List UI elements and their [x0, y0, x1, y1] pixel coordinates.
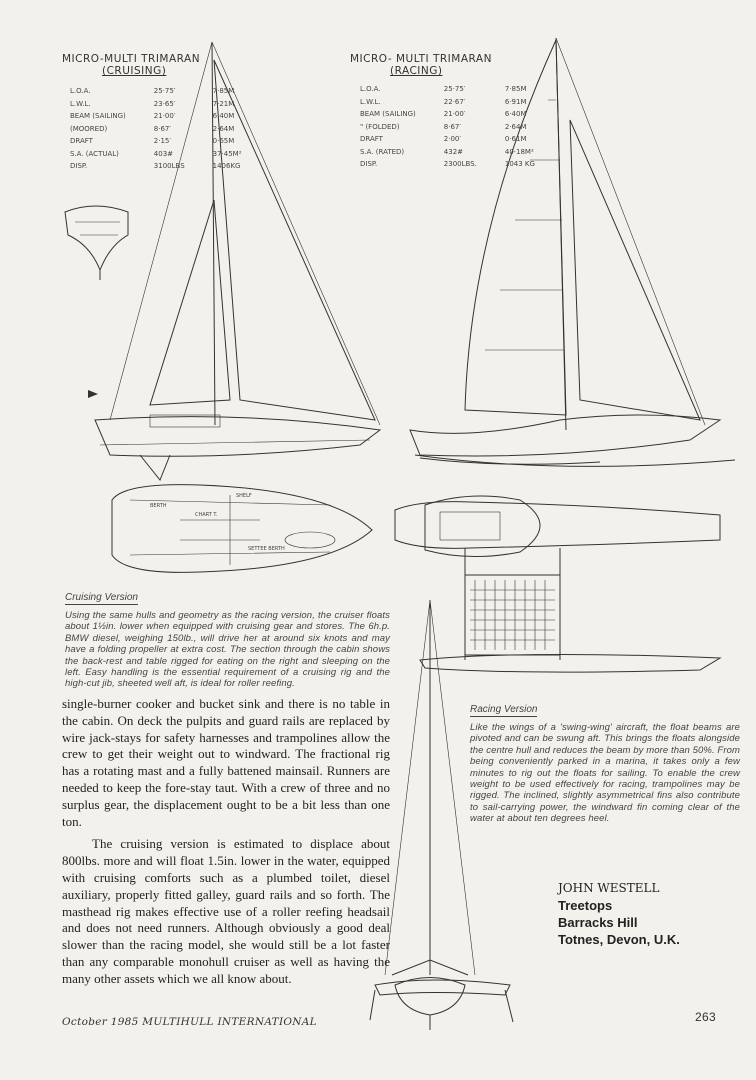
spec-imperial: 3100LBS: [153, 162, 185, 170]
spec-imperial: 432#: [443, 147, 464, 156]
spec-row: DISP. 2300LBS. 1043 KG: [360, 158, 541, 171]
author-name: JOHN WESTELL: [558, 881, 660, 895]
spec-label: (MOORED): [70, 124, 108, 133]
spec-row: S.A. (ACTUAL) 403# 37·45M²: [70, 148, 248, 161]
spec-label: DISP.: [360, 160, 378, 168]
cruising-spec-block: MICRO-MULTI TRIMARAN (CRUISING) L.O.A. 25…: [62, 53, 248, 173]
racing-spec-block: MICRO- MULTI TRIMARAN (RACING) L.O.A. 25·…: [350, 53, 541, 171]
cruising-caption: Cruising Version Using the same hulls an…: [65, 585, 390, 690]
racing-spec-table: L.O.A. 25·75′ 7·85M L.W.L. 22·67′ 6·91M BEAM (…: [360, 83, 541, 171]
plan-label-chart: CHART T.: [195, 512, 218, 518]
spec-metric: 6·91M: [504, 97, 527, 106]
plan-label-shelf: SHELF: [236, 493, 252, 499]
cruising-caption-text: Using the same hulls and geometry as the…: [65, 610, 390, 690]
spec-metric: 1043 KG: [504, 160, 535, 168]
spec-label: DRAFT: [70, 137, 93, 145]
spec-metric: 6·40M: [212, 112, 235, 120]
racing-front-view-drawing: [369, 599, 514, 1030]
racing-subtitle: (RACING): [390, 65, 443, 77]
spec-label: L.W.L.: [70, 99, 91, 108]
spec-metric: 2·64M: [504, 122, 527, 131]
spec-label: BEAM (SAILING): [360, 110, 416, 118]
spec-label: L.O.A.: [360, 85, 381, 93]
spec-row: BEAM (SAILING) 21·00′ 6·40M: [70, 110, 248, 123]
spec-label: DISP.: [70, 162, 88, 170]
spec-row: " (FOLDED) 8·67′ 2·64M: [360, 121, 541, 134]
spec-imperial: 2300LBS.: [443, 160, 477, 168]
spec-imperial: 22·67′: [443, 97, 466, 106]
spec-label: L.W.L.: [360, 97, 381, 106]
spec-row: BEAM (SAILING) 21·00′ 6·40M: [360, 108, 541, 121]
spec-label: " (FOLDED): [360, 122, 400, 131]
spec-row: DRAFT 2·15′ 0·65M: [70, 135, 248, 148]
plan-label-settee: SETTEE BERTH: [248, 546, 285, 552]
address-line-1: Treetops: [558, 898, 613, 913]
spec-row: (MOORED) 8·67′ 2·64M: [70, 123, 248, 136]
spec-metric: 0·61M: [504, 135, 527, 143]
spec-row: DISP. 3100LBS 1406KG: [70, 160, 248, 173]
plan-label-berth: BERTH: [150, 503, 167, 509]
spec-row: L.O.A. 25·75′ 7·85M: [360, 83, 541, 96]
spec-label: BEAM (SAILING): [70, 112, 126, 120]
spec-metric: 6·40M: [504, 110, 527, 118]
spec-metric: 7·85M: [504, 85, 527, 93]
spec-row: L.O.A. 25·75′ 7·85M: [70, 85, 248, 98]
spec-label: L.O.A.: [70, 87, 91, 95]
spec-imperial: 25·75′: [153, 87, 176, 95]
spec-metric: 37·45M²: [212, 149, 242, 158]
racing-caption-text: Like the wings of a 'swing-wing' aircraf…: [470, 722, 740, 825]
spec-label: S.A. (ACTUAL): [70, 149, 119, 158]
spec-metric: 1406KG: [212, 162, 241, 170]
footer-issue: October 1985 MULTIHULL INTERNATIONAL: [62, 1016, 317, 1028]
cruising-section-drawing: [64, 205, 129, 280]
body-paragraph-2: The cruising version is estimated to dis…: [62, 836, 390, 986]
spec-imperial: 2·00′: [443, 135, 461, 143]
body-paragraph-1: single-burner cooker and bucket sink and…: [62, 696, 390, 829]
spec-row: L.W.L. 23·65′ 7·21M: [70, 98, 248, 111]
racing-caption: Racing Version Like the wings of a 'swin…: [470, 697, 740, 825]
spec-imperial: 2·15′: [153, 137, 171, 145]
racing-profile-drawing: [409, 37, 736, 467]
spec-label: S.A. (RATED): [360, 147, 405, 156]
racing-plan-drawing: [394, 495, 722, 673]
spec-metric: 7·85M: [212, 87, 235, 95]
racing-caption-heading: Racing Version: [470, 704, 538, 717]
cruising-profile-drawing: [88, 41, 382, 481]
spec-row: DRAFT 2·00′ 0·61M: [360, 133, 541, 146]
spec-label: DRAFT: [360, 135, 383, 143]
author-address: JOHN WESTELL Treetops Barracks Hill Totn…: [558, 880, 680, 948]
spec-row: L.W.L. 22·67′ 6·91M: [360, 96, 541, 109]
cruising-title: MICRO-MULTI TRIMARAN: [62, 53, 201, 65]
spec-imperial: 21·00′: [153, 112, 176, 120]
spec-row: S.A. (RATED) 432# 40·18M²: [360, 146, 541, 159]
spec-metric: 0·65M: [212, 137, 235, 145]
spec-imperial: 403#: [153, 149, 174, 158]
cruising-subtitle: (CRUISING): [102, 65, 167, 77]
spec-metric: 7·21M: [212, 99, 235, 108]
spec-metric: 40·18M²: [504, 147, 534, 156]
spec-metric: 2·64M: [212, 124, 235, 133]
spec-imperial: 25·75′: [443, 85, 466, 93]
spec-imperial: 8·67′: [443, 122, 461, 131]
racing-title: MICRO- MULTI TRIMARAN: [350, 53, 492, 65]
address-line-2: Barracks Hill: [558, 915, 638, 930]
cruising-caption-heading: Cruising Version: [65, 592, 138, 605]
page-number: 263: [695, 1010, 716, 1024]
article-body: single-burner cooker and bucket sink and…: [62, 696, 390, 988]
cruising-plan-drawing: [111, 484, 373, 573]
spec-imperial: 21·00′: [443, 110, 466, 118]
cruising-spec-table: L.O.A. 25·75′ 7·85M L.W.L. 23·65′ 7·21M BEAM (…: [70, 85, 248, 173]
address-line-3: Totnes, Devon, U.K.: [558, 932, 680, 947]
spec-imperial: 23·65′: [153, 99, 176, 108]
spec-imperial: 8·67′: [153, 124, 171, 133]
